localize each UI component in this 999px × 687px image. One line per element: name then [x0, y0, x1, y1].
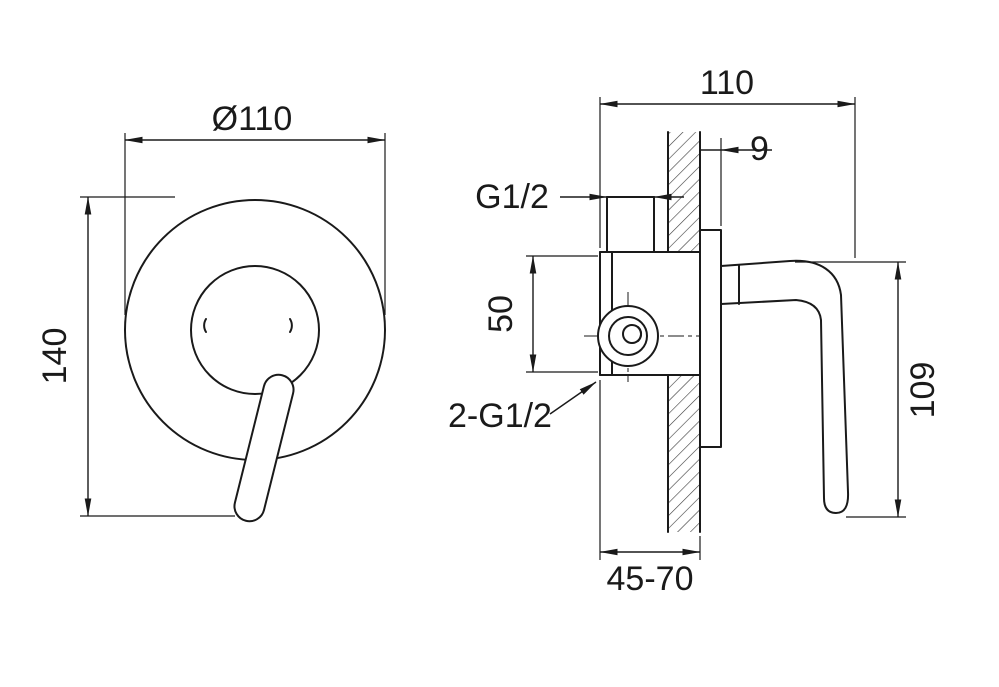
dim-front-diameter: Ø110: [124, 100, 386, 315]
dim-top-port-thread: G1/2: [475, 178, 684, 216]
dim-text-wall-offset: 9: [750, 130, 769, 168]
wall-hatch-upper: [668, 132, 700, 252]
dim-text-front-height: 140: [36, 328, 74, 385]
dim-side-width: 110: [599, 64, 856, 258]
dim-text-handle-length: 109: [904, 362, 942, 419]
dim-front-height: 140: [36, 196, 235, 517]
wall-hatch-lower: [668, 375, 700, 532]
front-view: [124, 199, 386, 523]
slot-mark-right: [289, 318, 293, 333]
handle-lever-front: [233, 373, 295, 523]
handle-lever-side: [720, 259, 850, 514]
handle-base-circle: [190, 265, 320, 395]
cartridge-detail-arc: [637, 326, 643, 342]
dim-wall-offset: 9: [700, 130, 772, 226]
dim-text-port-spacing: 50: [482, 295, 520, 333]
dim-inlet-threads: 2-G1/2: [448, 381, 597, 435]
dim-text-top-port-thread: G1/2: [475, 178, 549, 216]
dim-text-front-diameter: Ø110: [212, 100, 293, 138]
dim-text-mounting-depth: 45-70: [607, 560, 694, 598]
escutcheon-plate-side: [699, 229, 722, 448]
side-view: [584, 131, 850, 533]
cartridge-inner-circle: [608, 316, 648, 356]
dim-port-spacing: 50: [482, 255, 598, 373]
slot-mark-left: [203, 318, 207, 333]
cartridge-outer-circle: [597, 305, 659, 367]
dim-text-inlet-threads: 2-G1/2: [448, 397, 552, 435]
dim-text-side-width: 110: [700, 64, 754, 102]
dim-handle-length: 109: [795, 261, 942, 518]
dim-mounting-depth: 45-70: [599, 380, 701, 598]
